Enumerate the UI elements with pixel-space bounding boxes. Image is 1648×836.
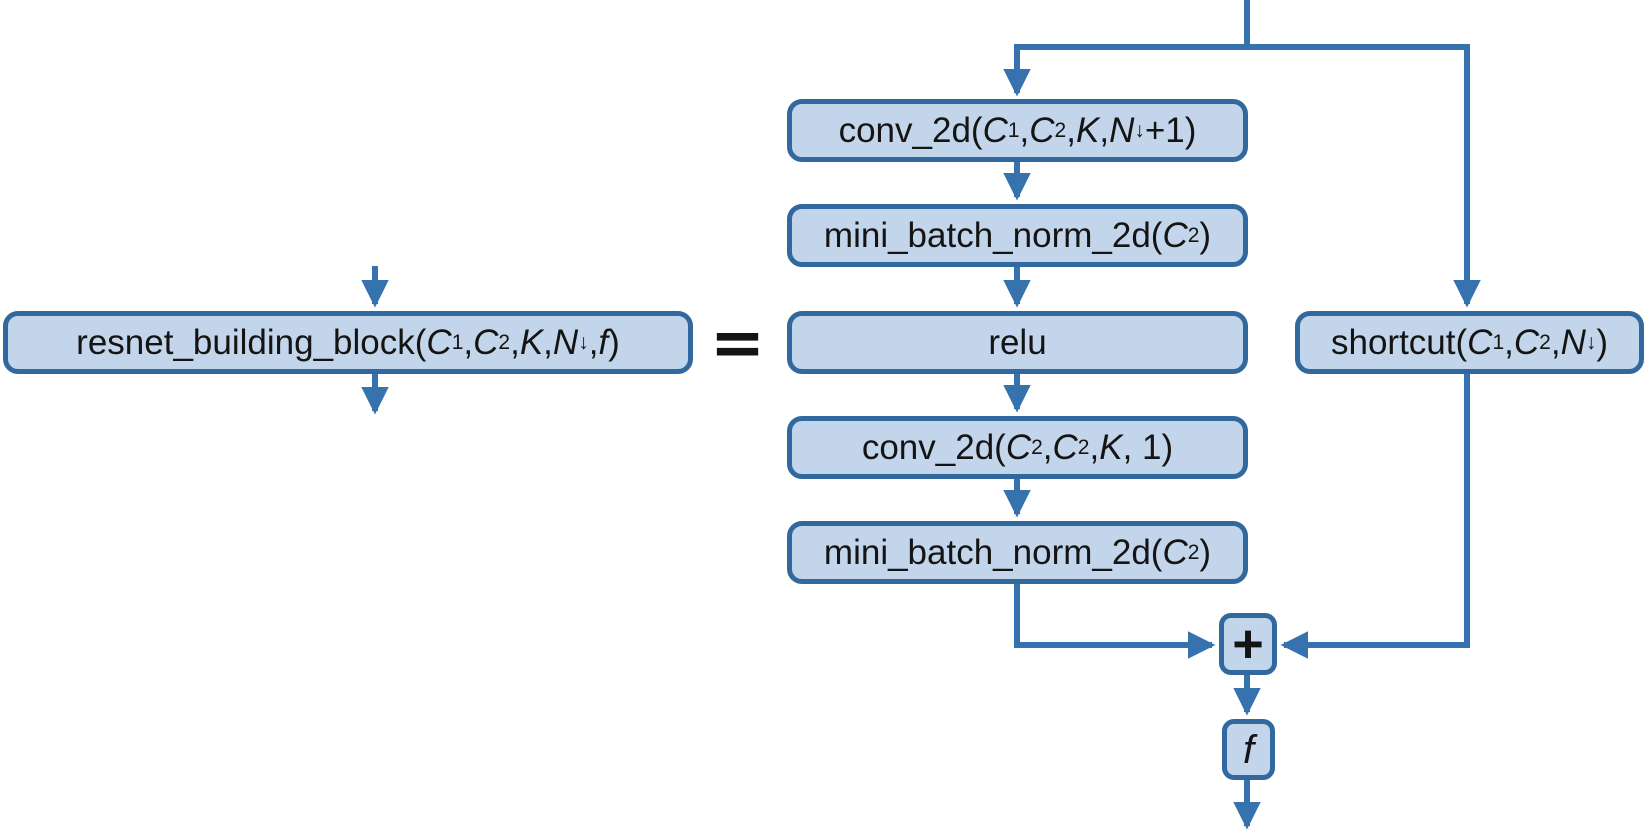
connector-branch-to-conv1 [1003, 44, 1247, 97]
relu-node: relu [787, 311, 1248, 374]
activation-f-node: f [1222, 719, 1275, 780]
connector-branch-to-shortcut [1247, 44, 1481, 308]
sum-node: + [1219, 613, 1277, 675]
equals-sign: = [709, 303, 766, 381]
connector-bn2-to-plus [1014, 584, 1216, 659]
connector-shortcut-to-plus [1280, 374, 1470, 659]
